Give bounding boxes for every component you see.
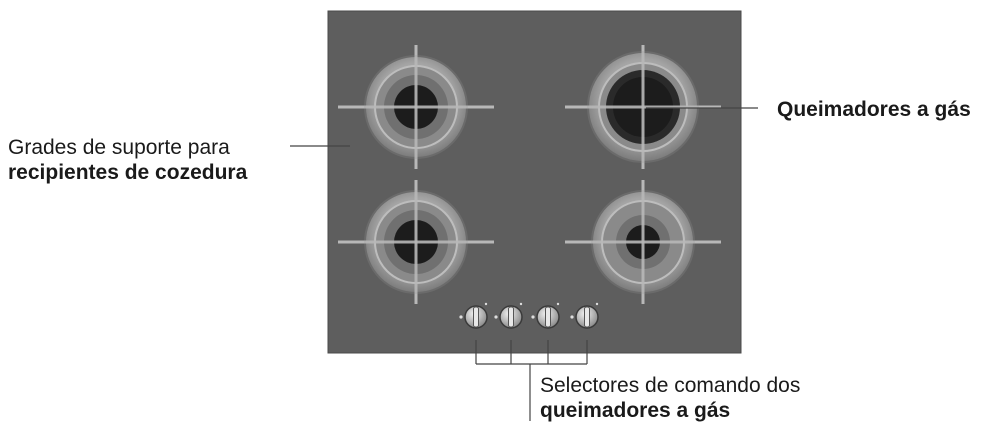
control-knob-1[interactable] — [459, 302, 488, 329]
gas-burners-label: Queimadores a gás — [777, 98, 971, 121]
support-grids-label: Grades de suporte para recipientes de co… — [8, 135, 247, 185]
control-knob-4[interactable] — [570, 302, 599, 329]
control-knobs-label: Selectores de comando dos queimadores a … — [540, 373, 800, 423]
control-knobs-label-line2: queimadores a gás — [540, 399, 731, 422]
leader-bracket-control-knobs — [475, 340, 588, 421]
control-knob-3[interactable] — [531, 302, 560, 329]
support-grids-label-line2: recipientes de cozedura — [8, 161, 248, 184]
burner-bottom-right — [565, 180, 721, 304]
control-knob-2[interactable] — [494, 302, 523, 329]
control-knobs-label-line1: Selectores de comando dos — [540, 374, 801, 397]
burner-top-right — [565, 45, 721, 169]
burner-top-left — [338, 45, 494, 169]
support-grids-label-line1: Grades de suporte para — [8, 136, 230, 159]
burner-bottom-left — [338, 180, 494, 304]
